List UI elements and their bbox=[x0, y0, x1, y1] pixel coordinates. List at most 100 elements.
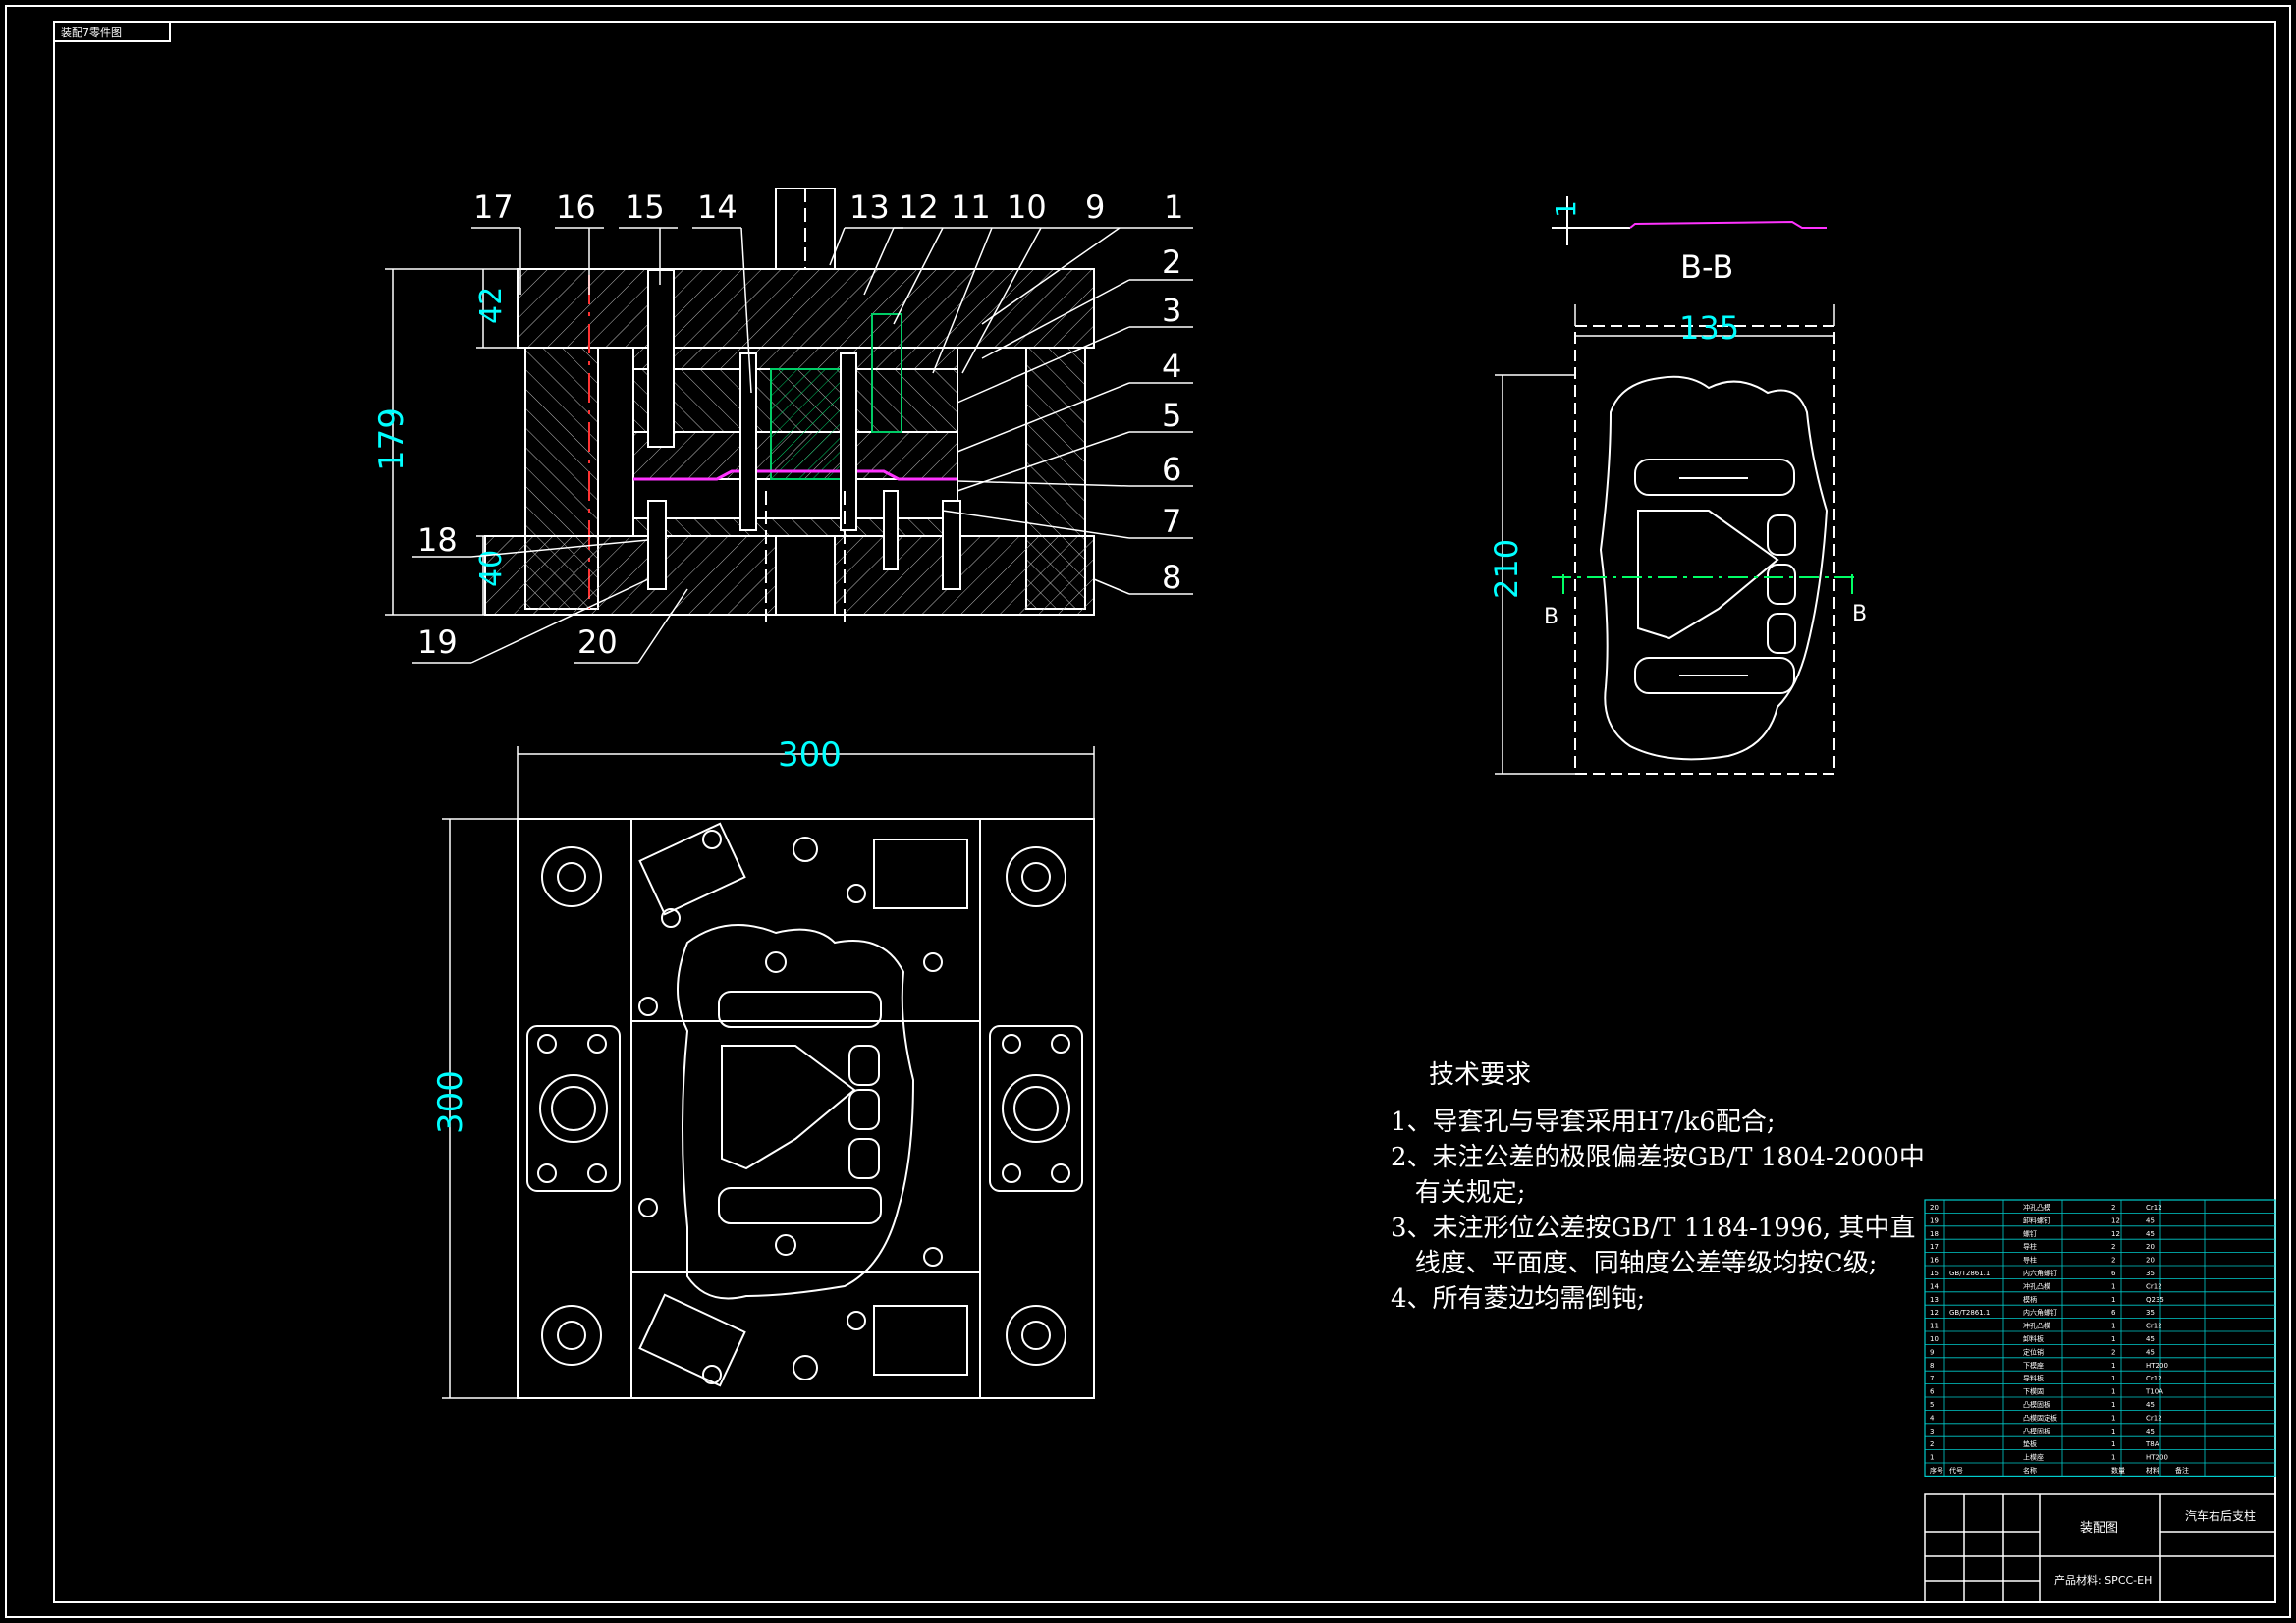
label-9: 9 bbox=[1085, 189, 1105, 226]
section-thickness: 1 bbox=[1550, 200, 1582, 218]
bom-cell: 内六角螺钉 bbox=[2023, 1269, 2057, 1277]
bom-cell: 12 bbox=[2111, 1230, 2120, 1238]
bom-header-cell: 材料 bbox=[2146, 1466, 2159, 1475]
bom-cell: GB/T2861.1 bbox=[1949, 1309, 1990, 1317]
tech-req-line-2: 2、未注公差的极限偏差按GB/T 1804-2000中 bbox=[1391, 1143, 1925, 1172]
label-8: 8 bbox=[1162, 559, 1181, 596]
label-18: 18 bbox=[417, 521, 458, 559]
bom-cell: 2 bbox=[2111, 1257, 2115, 1265]
inner-border bbox=[53, 21, 2276, 1603]
bom-cell: 2 bbox=[2111, 1348, 2115, 1356]
bom-cell: 6 bbox=[1930, 1388, 1935, 1396]
bom-cell: Cr12 bbox=[2146, 1414, 2162, 1422]
tech-requirements: 技术要求 1、导套孔与导套采用H7/k6配合; 2、未注公差的极限偏差按GB/T… bbox=[1391, 1060, 1925, 1314]
title-block bbox=[1924, 1493, 2276, 1603]
bom-cell: 8 bbox=[1930, 1362, 1934, 1370]
bom-cell: Q235 bbox=[2146, 1296, 2164, 1304]
part-cut-line bbox=[1552, 574, 1856, 594]
upper-die-seat bbox=[517, 268, 1095, 349]
bom-cell: 6 bbox=[2111, 1270, 2116, 1277]
bom-cell: 20 bbox=[1930, 1204, 1939, 1212]
bom-cell: 导柱 bbox=[2023, 1256, 2037, 1265]
bom-cell: 1 bbox=[2111, 1401, 2115, 1409]
dim-plan-width: 300 bbox=[778, 735, 842, 775]
label-12: 12 bbox=[899, 189, 939, 226]
bom-cell: 45 bbox=[2146, 1401, 2155, 1409]
bom-cell: 35 bbox=[2146, 1270, 2155, 1277]
dim-part-height: 210 bbox=[1488, 539, 1525, 599]
bom-cell: 1 bbox=[2111, 1414, 2115, 1422]
bom-cell: 12 bbox=[1930, 1309, 1939, 1317]
bom-cell: 1 bbox=[2111, 1296, 2115, 1304]
bom-cell: 螺钉 bbox=[2023, 1229, 2037, 1238]
tech-req-line-1: 1、导套孔与导套采用H7/k6配合; bbox=[1391, 1108, 1776, 1137]
tech-req-line-3: 有关规定; bbox=[1391, 1178, 1526, 1208]
bom-cell: 20 bbox=[2146, 1243, 2155, 1251]
bom-cell: 导料板 bbox=[2023, 1374, 2044, 1382]
bom-cell: 7 bbox=[1930, 1375, 1934, 1382]
bom-cell: 14 bbox=[1930, 1282, 1939, 1290]
bom-cell: 1 bbox=[2111, 1388, 2115, 1396]
bom-cell: HT200 bbox=[2146, 1362, 2168, 1370]
bom-cell: 1 bbox=[2111, 1454, 2115, 1462]
label-14: 14 bbox=[697, 189, 738, 226]
part-number-labels: 17 16 15 14 13 12 11 10 9 1 2 3 4 5 6 7 … bbox=[417, 189, 1183, 661]
label-3: 3 bbox=[1162, 292, 1181, 329]
bom-cell: 1 bbox=[2111, 1362, 2115, 1370]
part-section-bb bbox=[1552, 196, 1827, 245]
part-outline bbox=[1574, 325, 1835, 775]
bom-cell: 1 bbox=[1930, 1454, 1934, 1462]
bom-header-cell: 序号 bbox=[1930, 1466, 1943, 1475]
bom-cell: 上模座 bbox=[2023, 1453, 2044, 1462]
tech-req-title: 技术要求 bbox=[1429, 1060, 1531, 1090]
bom-cell: 下模固 bbox=[2023, 1387, 2044, 1396]
bom-cell: 2 bbox=[1930, 1440, 1934, 1448]
dim-overall-height: 179 bbox=[372, 407, 411, 471]
bom-cell: 1 bbox=[2111, 1282, 2115, 1290]
bom-cell: 内六角螺钉 bbox=[2023, 1308, 2057, 1317]
plan-dimensions bbox=[442, 746, 1095, 1399]
section-label-bb: B-B bbox=[1680, 248, 1733, 286]
cut-label-left: B bbox=[1544, 605, 1558, 629]
bom-cell: 16 bbox=[1930, 1257, 1939, 1265]
bom-cell: 冲孔凸模 bbox=[2023, 1322, 2050, 1330]
label-4: 4 bbox=[1162, 348, 1181, 385]
bom-cell: Cr12 bbox=[2146, 1375, 2162, 1382]
bom-cell: HT200 bbox=[2146, 1454, 2168, 1462]
plan-view bbox=[517, 818, 1095, 1399]
bom-cell: 垫板 bbox=[2023, 1439, 2037, 1448]
bom-cell: 模柄 bbox=[2023, 1295, 2037, 1304]
bom-cell: 定位销 bbox=[2023, 1347, 2044, 1356]
bom-cell: 35 bbox=[2146, 1309, 2155, 1317]
cut-label-right: B bbox=[1852, 602, 1867, 626]
header-tag: 装配7零件图 bbox=[61, 27, 122, 39]
tech-req-line-6: 4、所有菱边均需倒钝; bbox=[1391, 1284, 1645, 1314]
label-19: 19 bbox=[417, 623, 458, 661]
label-7: 7 bbox=[1162, 503, 1181, 540]
bom-cell: 1 bbox=[2111, 1428, 2115, 1435]
bom-cell: 11 bbox=[1930, 1323, 1939, 1330]
bom-cell: 卸料板 bbox=[2023, 1334, 2044, 1343]
tech-req-line-4: 3、未注形位公差按GB/T 1184-1996, 其中直 bbox=[1391, 1214, 1915, 1243]
bom-cell: 45 bbox=[2146, 1348, 2155, 1356]
section-view bbox=[484, 188, 1095, 628]
label-20: 20 bbox=[577, 623, 618, 661]
bom-cell: 冲孔凸模 bbox=[2023, 1203, 2050, 1212]
bom-header-cell: 数量 bbox=[2111, 1466, 2125, 1475]
label-10: 10 bbox=[1007, 189, 1047, 226]
bom-cell: 45 bbox=[2146, 1230, 2155, 1238]
bom-cell: Cr12 bbox=[2146, 1323, 2162, 1330]
label-6: 6 bbox=[1162, 451, 1181, 488]
label-15: 15 bbox=[625, 189, 665, 226]
tech-req-line-5: 线度、平面度、同轴度公差等级均按C级; bbox=[1391, 1249, 1877, 1278]
bom-cell: 凸模固板 bbox=[2023, 1427, 2050, 1435]
bom-cell: 20 bbox=[2146, 1257, 2155, 1265]
bom-cell: 18 bbox=[1930, 1230, 1939, 1238]
bom-cell: 1 bbox=[2111, 1323, 2115, 1330]
bom-cell: 1 bbox=[2111, 1375, 2115, 1382]
label-5: 5 bbox=[1162, 397, 1181, 434]
bom-cell: 1 bbox=[2111, 1335, 2115, 1343]
dim-top-plate: 42 bbox=[474, 287, 509, 324]
bom-cell: 冲孔凸模 bbox=[2023, 1281, 2050, 1290]
